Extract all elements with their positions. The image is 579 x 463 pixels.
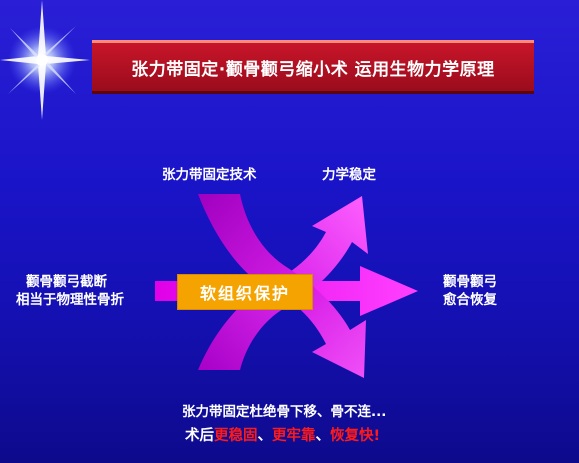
conclusion-more-stable: 更稳固 — [214, 428, 258, 444]
title-banner: 张力带固定·颧骨颧弓缩小术 运用生物力学原理 — [92, 40, 534, 94]
soft-tissue-protection-label: 软组织保护 — [199, 284, 290, 303]
page-title: 张力带固定·颧骨颧弓缩小术 运用生物力学原理 — [131, 59, 495, 80]
label-zygoma: 颧骨颧弓 — [443, 274, 497, 290]
bottom-conclusion: 术后更稳固、更牢靠、恢复快! — [185, 424, 380, 445]
soft-tissue-protection-box: 软组织保护 — [177, 274, 313, 310]
label-healing-recovery: 愈合恢复 — [443, 292, 497, 308]
conclusion-sep-1: 、 — [257, 428, 273, 444]
label-mechanical-stability: 力学稳定 — [322, 167, 376, 183]
conclusion-sep-2: 、 — [315, 428, 331, 444]
conclusion-prefix: 术后 — [185, 428, 214, 444]
bottom-statement: 张力带固定杜绝骨下移、骨不连... — [182, 404, 387, 420]
conclusion-more-secure: 更牢靠 — [272, 428, 316, 444]
label-zygoma-osteotomy: 颧骨颧弓截断 — [26, 274, 107, 290]
conclusion-fast-recovery: 恢复快! — [330, 428, 381, 444]
starburst-icon — [0, 0, 90, 120]
label-physical-fracture: 相当于物理性骨折 — [16, 292, 124, 308]
label-tension-band-technique: 张力带固定技术 — [162, 167, 257, 183]
